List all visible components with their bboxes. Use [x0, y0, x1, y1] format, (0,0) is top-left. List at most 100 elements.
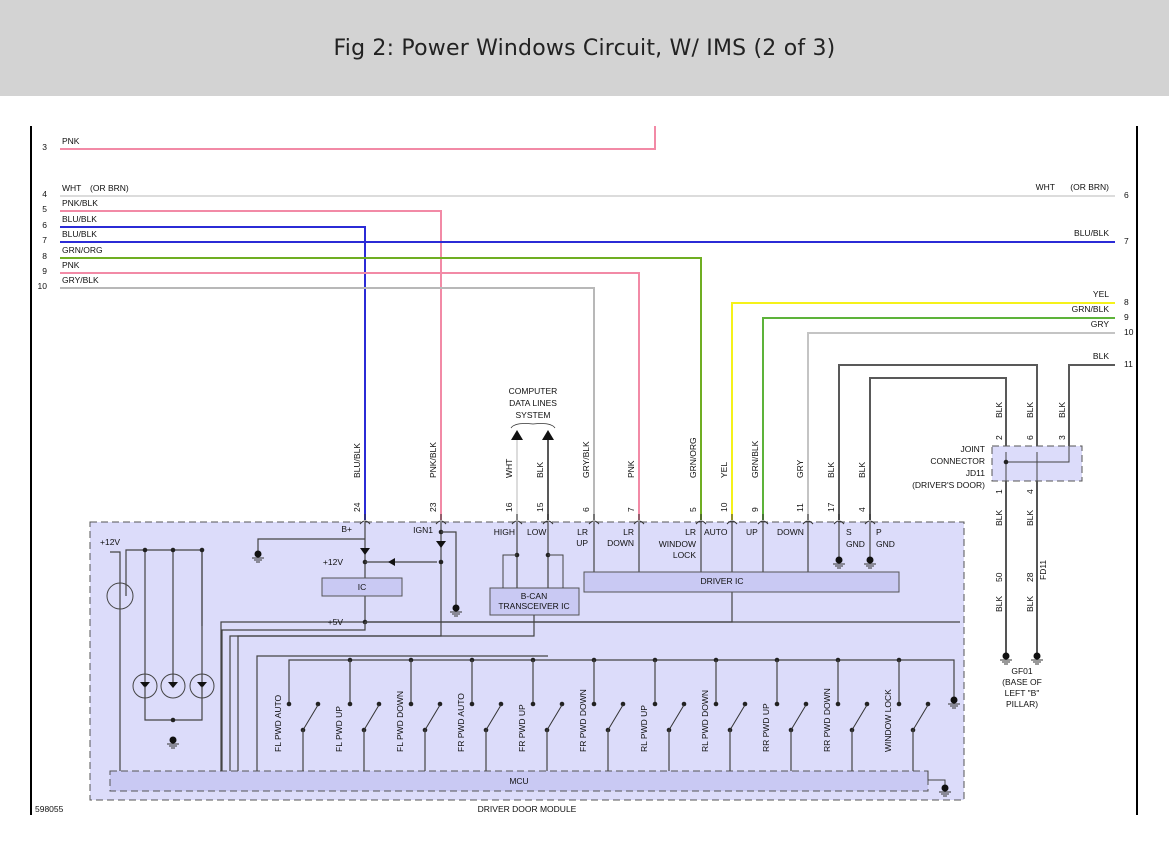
- pin-function-label: HIGH: [494, 527, 515, 537]
- connector-pin-number: 50: [994, 572, 1004, 582]
- module-pin-wire-color: PNK/BLK: [428, 442, 438, 478]
- right-wire-label: BLU/BLK: [1074, 228, 1109, 238]
- left-pin-number: 10: [38, 281, 48, 291]
- left-pin-number: 8: [42, 251, 47, 261]
- junction-dot: [498, 701, 504, 707]
- right-pin-number: 9: [1124, 312, 1129, 322]
- module-pin-wire-color: GRN/BLK: [750, 440, 760, 478]
- ground-icon: [452, 604, 460, 612]
- switch-icon: [363, 704, 380, 731]
- diode-icon: [360, 548, 370, 555]
- left-pin-number: 3: [42, 142, 47, 152]
- joint-connector-label: JOINT: [960, 444, 985, 454]
- ground-icon: [252, 557, 264, 563]
- resistor-line: [502, 554, 517, 588]
- junction-dot: [896, 701, 902, 707]
- ground-icon: [833, 563, 845, 569]
- junction-dot: [437, 701, 443, 707]
- junction-dot: [835, 701, 841, 707]
- junction-dot: [408, 701, 414, 707]
- led-icon: [168, 682, 178, 688]
- data-lines-label: DATA LINES: [509, 398, 557, 408]
- wire-pnk-3: [60, 126, 656, 150]
- plus5v-label: +5V: [328, 617, 344, 627]
- junction-dot: [713, 701, 719, 707]
- right-pin-number: 7: [1124, 236, 1129, 246]
- switch-label: RL PWD UP: [639, 705, 649, 752]
- junction-dot: [376, 701, 382, 707]
- wire-blk-11: [1068, 364, 1115, 446]
- module-name: DRIVER DOOR MODULE: [478, 804, 577, 814]
- driver-door-module: [89, 521, 965, 801]
- junction-dot: [803, 701, 809, 707]
- ground-icon: [1000, 659, 1012, 665]
- right-wire-note: (OR BRN): [1070, 182, 1109, 192]
- internal-line: [221, 622, 366, 771]
- right-pin-number: 10: [1124, 327, 1134, 337]
- pin-function-label: AUTO: [704, 527, 728, 537]
- connector-pin-number: 28: [1025, 572, 1035, 582]
- wire-gry-10: [807, 332, 1115, 520]
- pin-function-label: LOCK: [673, 550, 696, 560]
- junction-dot: [199, 547, 205, 553]
- joint-wire-color: BLK: [1025, 402, 1035, 418]
- module-pin-wire-color: BLK: [826, 462, 836, 478]
- joint-connector-label: JD11: [966, 468, 985, 478]
- left-wire-label: PNK: [62, 136, 80, 146]
- module-pin-wire-color: WHT: [504, 459, 514, 478]
- ground-icon: [866, 556, 874, 564]
- pin-function-label: WINDOW: [659, 539, 696, 549]
- module-pin-number: 4: [857, 507, 867, 512]
- switch-icon: [912, 704, 929, 731]
- module-pin-number: 5: [688, 507, 698, 512]
- junction-dot: [315, 701, 321, 707]
- right-pin-number: 11: [1124, 359, 1133, 369]
- pin-function-label: DOWN: [607, 538, 634, 548]
- module-pin-number: 15: [535, 502, 545, 512]
- junction-dot: [1003, 459, 1009, 465]
- pin-function-label: UP: [746, 527, 758, 537]
- pin-function-label: UP: [576, 538, 588, 548]
- ground-icon: [1002, 652, 1010, 660]
- resistor-line: [548, 554, 564, 588]
- module-pin-wire-color: BLK: [535, 462, 545, 478]
- wire-color: BLK: [994, 510, 1004, 526]
- switch-icon: [668, 704, 685, 731]
- arrow-up-icon: [511, 430, 523, 440]
- left-wire-label: PNK/BLK: [62, 198, 98, 208]
- led-icon: [160, 673, 186, 699]
- switch-label: FR PWD AUTO: [456, 693, 466, 752]
- module-pin-number: 16: [504, 502, 514, 512]
- module-pin-number: 23: [428, 502, 438, 512]
- ground-icon: [948, 703, 960, 709]
- pin-function-label: LOW: [527, 527, 546, 537]
- wire-blk-s-gnd: [838, 364, 1038, 520]
- pin-function-label: LR: [577, 527, 588, 537]
- left-wire-label: WHT: [62, 183, 81, 193]
- junction-dot: [438, 559, 444, 565]
- module-pin-number: 9: [750, 507, 760, 512]
- ground-icon: [167, 743, 179, 749]
- left-pin-number: 4: [42, 189, 47, 199]
- internal-line: [257, 538, 365, 554]
- internal-line: [441, 531, 457, 605]
- module-pin-wire-color: YEL: [719, 462, 729, 478]
- wire-gryblk-10: [60, 287, 595, 520]
- right-pin-number: 6: [1124, 190, 1129, 200]
- module-pin-wire-color: GRN/ORG: [688, 437, 698, 478]
- joint-wire-color: BLK: [1057, 402, 1067, 418]
- driver-ic-box: [583, 571, 900, 593]
- left-wire-label: PNK: [62, 260, 80, 270]
- arrow-up-icon: [542, 430, 554, 440]
- internal-line: [237, 522, 442, 771]
- right-wire-label: YEL: [1093, 289, 1109, 299]
- joint-connector-label: CONNECTOR: [930, 456, 985, 466]
- wire-blk-p-gnd: [869, 377, 1007, 520]
- brace: [510, 423, 556, 429]
- junction-dot: [170, 717, 176, 723]
- switch-label: WINDOW LOCK: [883, 689, 893, 752]
- switch-label: FL PWD AUTO: [273, 694, 283, 752]
- left-pin-number: 9: [42, 266, 47, 276]
- module-pin-number: 7: [626, 507, 636, 512]
